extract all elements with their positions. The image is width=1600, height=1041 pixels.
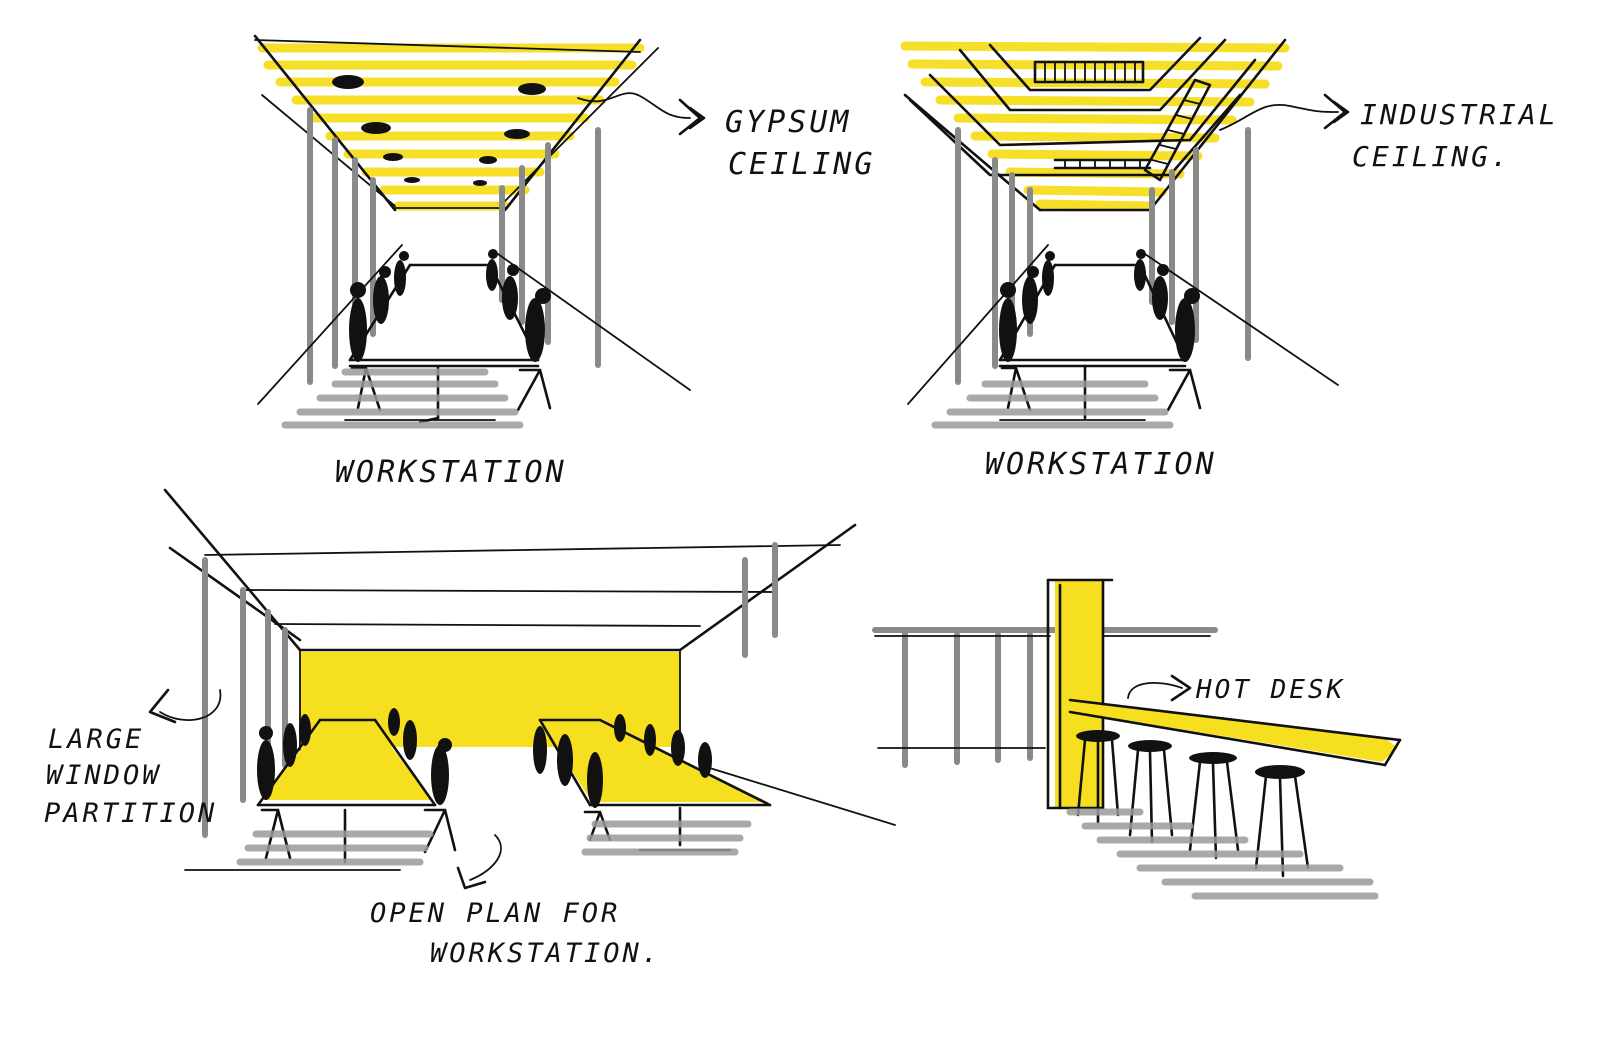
stool	[1128, 740, 1174, 844]
stool	[1254, 765, 1310, 878]
sketch-open-plan-workstation: LARGE WINDOW PARTITION OPEN PLAN FOR WOR…	[44, 488, 896, 969]
label-large: LARGE	[48, 724, 144, 755]
desk-and-people	[907, 244, 1339, 421]
callout-industrial-line2: CEILING.	[1352, 140, 1511, 173]
callout-industrial-line1: INDUSTRIAL	[1360, 98, 1559, 131]
hot-desk-counter	[1068, 698, 1402, 767]
floor-shadow	[184, 820, 752, 871]
label-workstation-bottom: WORKSTATION.	[430, 938, 661, 969]
floor-shadow	[281, 368, 524, 429]
callout-hot-desk: HOT DESK	[1195, 675, 1345, 705]
sketch-gypsum-ceiling-workstation: GYPSUM CEILING WORKSTATION	[253, 34, 875, 490]
downlight-spots	[332, 75, 546, 186]
callout-arrow-gypsum	[577, 92, 706, 136]
callout-arrow-hot-desk	[1127, 674, 1192, 702]
sketch-industrial-ceiling-workstation: INDUSTRIAL CEILING. WORKSTATION	[900, 36, 1559, 482]
caption-workstation-right: WORKSTATION	[985, 447, 1217, 482]
callout-gypsum-line1: GYPSUM	[725, 105, 851, 140]
stool	[1076, 730, 1120, 824]
floor-shadow	[931, 380, 1174, 429]
floor-shadow	[1066, 808, 1379, 900]
label-open-plan: OPEN PLAN FOR	[370, 898, 620, 929]
sketch-hot-desk: HOT DESK	[872, 578, 1402, 900]
desk-and-people	[257, 244, 691, 424]
desk-left	[256, 708, 457, 864]
label-window: WINDOW	[46, 760, 162, 791]
ceiling-grid	[903, 36, 1287, 212]
column	[1046, 578, 1114, 810]
window-mullions	[955, 127, 1251, 385]
desk-right	[533, 714, 896, 852]
arrows	[148, 688, 502, 890]
caption-workstation-left: WORKSTATION	[335, 455, 567, 490]
callout-gypsum-line2: CEILING	[728, 147, 875, 182]
ceiling-highlight	[257, 43, 645, 211]
window-wall	[872, 627, 1218, 768]
callout-arrow-industrial	[1219, 93, 1350, 131]
label-partition: PARTITION	[44, 798, 217, 829]
